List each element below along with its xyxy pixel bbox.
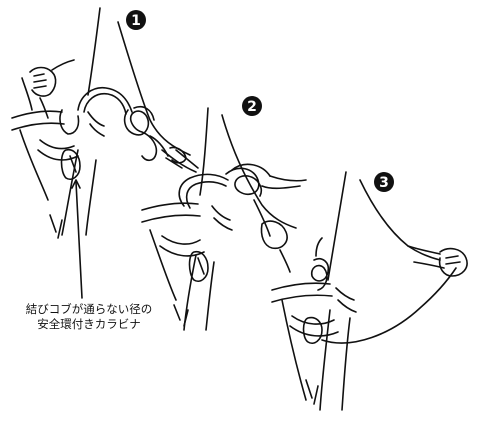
step-3-leg bbox=[319, 309, 351, 411]
step-1-back-leg bbox=[19, 129, 49, 201]
step-1-harness-side bbox=[87, 111, 105, 137]
step-1-hand bbox=[29, 66, 57, 97]
step-3-torso-right bbox=[359, 179, 441, 261]
step-2-rope-loop bbox=[178, 173, 229, 207]
step-2-knot-strand bbox=[231, 163, 301, 190]
step-3-back-leg bbox=[281, 299, 307, 401]
step-1-torso-left bbox=[87, 7, 101, 96]
step-1-carabiner bbox=[60, 148, 81, 181]
step-2-rope-tail bbox=[269, 175, 307, 182]
step-3-arm bbox=[407, 245, 445, 269]
step-1-number: 1 bbox=[131, 13, 141, 29]
step-1-scene bbox=[11, 7, 199, 239]
step-2-torso-right bbox=[221, 114, 297, 229]
step-3-harness-leg-loop bbox=[289, 315, 339, 337]
caption-leader-line bbox=[75, 181, 83, 299]
step-3-leg-wrinkles bbox=[305, 379, 319, 405]
caption-leader-arrow bbox=[71, 179, 81, 189]
step-2-knot bbox=[225, 167, 263, 197]
step-3-rope bbox=[321, 267, 457, 344]
step-3-hand-fingers bbox=[445, 255, 461, 265]
step-1-rope-end bbox=[161, 149, 197, 173]
step-1-harness-leg-loop bbox=[37, 139, 79, 161]
step-1-belay-loop bbox=[59, 109, 80, 135]
step-1-rope-loop-inner bbox=[83, 92, 127, 115]
step-1-carabiner-gate bbox=[69, 155, 77, 173]
step-2-leg-wrinkles bbox=[173, 304, 189, 327]
step-2-scene bbox=[141, 96, 307, 331]
step-1-torso-right bbox=[117, 21, 191, 156]
step-2-rope-end bbox=[279, 249, 291, 273]
step-1-leg-wrinkles bbox=[49, 214, 63, 239]
step-3-rope-up bbox=[315, 237, 323, 257]
step-2-rope-down bbox=[253, 199, 271, 237]
step-3-knot bbox=[310, 257, 330, 291]
step-1-badge bbox=[126, 10, 146, 30]
step-2-rope-loop-inner bbox=[185, 181, 227, 209]
step-2-back-leg bbox=[149, 229, 177, 301]
step-1-rope-loop bbox=[77, 86, 133, 113]
step-1-harness-belt bbox=[11, 110, 65, 131]
step-2-leg bbox=[183, 254, 215, 331]
step-1-hand-fingers bbox=[33, 73, 47, 89]
step-3-hand bbox=[438, 247, 468, 277]
step-2-carabiner bbox=[188, 250, 209, 283]
step-2-hand bbox=[260, 220, 288, 250]
step-3-badge bbox=[374, 172, 394, 192]
step-3-harness-side bbox=[335, 287, 357, 313]
step-3-scene bbox=[271, 171, 468, 411]
step-3-number: 3 bbox=[379, 175, 389, 191]
step-1-wrist bbox=[169, 146, 187, 164]
step-1-rope-end-2 bbox=[165, 149, 199, 169]
step-2-harness-belt bbox=[141, 202, 201, 223]
step-1-knot bbox=[123, 109, 158, 162]
step-1-rope-tail bbox=[51, 59, 75, 71]
step-2-number: 2 bbox=[247, 99, 257, 115]
caption-line-1: 結びコブが通らない径の bbox=[25, 302, 153, 316]
step-1-leg bbox=[61, 149, 97, 236]
caption-line-2: 安全環付きカラビナ bbox=[37, 317, 141, 331]
step-3-torso-left bbox=[327, 171, 347, 281]
carabiner-caption: 結びコブが通らない径の 安全環付きカラビナ bbox=[14, 302, 164, 332]
step-3-carabiner bbox=[302, 316, 323, 345]
step-2-torso-left bbox=[199, 107, 209, 196]
step-2-carabiner-gate bbox=[197, 257, 205, 275]
step-2-badge bbox=[242, 96, 262, 116]
step-1-arm bbox=[21, 77, 49, 119]
step-2-harness-leg-loop bbox=[159, 235, 205, 257]
step-2-harness-side bbox=[211, 205, 233, 231]
